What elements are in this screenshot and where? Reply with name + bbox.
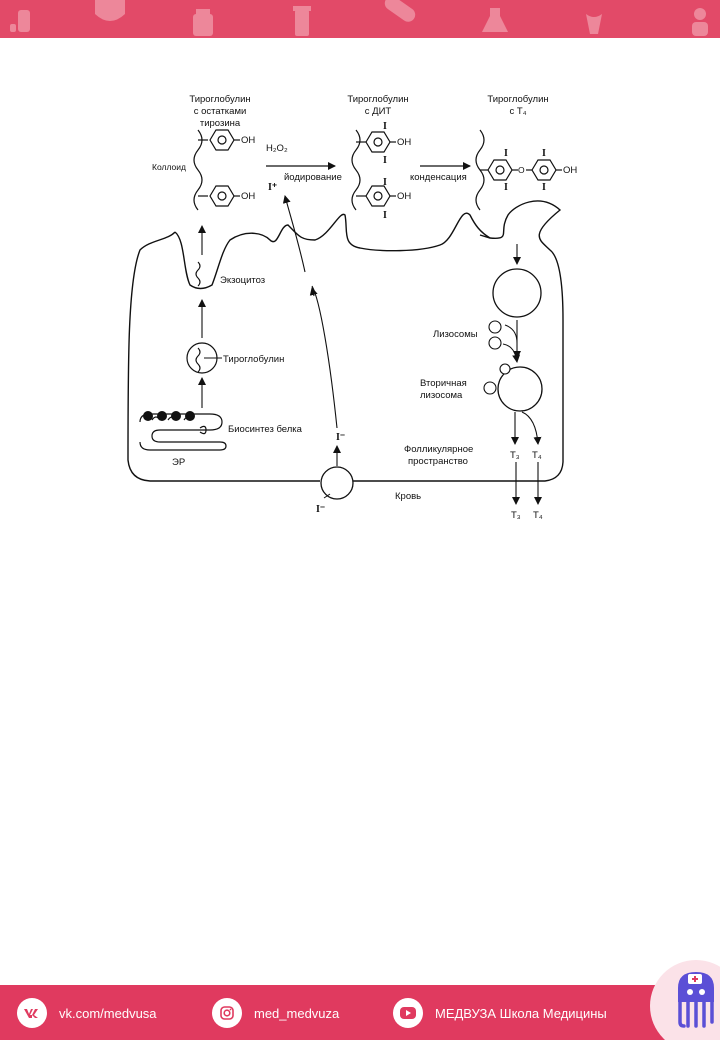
- thyroglobulin-dit-structure: [351, 129, 396, 211]
- thyroglobulin-label: Тироглобулин: [223, 354, 284, 365]
- vk-link-text: vk.com/medvusa: [59, 1005, 157, 1021]
- vk-link[interactable]: vk.com/medvusa: [17, 998, 157, 1028]
- iodide-plus-label: I⁺: [268, 182, 277, 193]
- secondary-lysosome-label-1: Вторичная: [420, 378, 467, 389]
- iodine-label: I: [504, 182, 508, 193]
- er-label: ЭР: [172, 457, 185, 468]
- t3-inner-label: T₃: [510, 450, 520, 461]
- vesicle-squiggle: [195, 347, 201, 373]
- iodide-transporter: [320, 466, 354, 500]
- iodine-label: I: [383, 155, 387, 166]
- lysosome: [488, 336, 502, 350]
- flask-icon: [10, 10, 30, 32]
- apical-membrane: [174, 212, 491, 290]
- condensation-label: конденсация: [410, 172, 467, 183]
- protein-biosynthesis-label: Биосинтез белка: [228, 424, 303, 435]
- exocytosis-label: Экзоцитоз: [220, 275, 265, 286]
- follicular-space-label-1: Фолликулярное: [404, 444, 473, 455]
- iodine-label: I: [383, 121, 387, 132]
- person-icon: [692, 8, 708, 36]
- h2o2-label: H₂O₂: [266, 143, 288, 154]
- header-banner: [0, 0, 720, 38]
- footer-bar: vk.com/medvusa med_medvuza МЕДВУЗА Школа…: [0, 985, 720, 1040]
- iodine-label: I: [504, 148, 508, 159]
- iodine-label: I: [542, 182, 546, 193]
- oh-label: OH: [563, 165, 577, 176]
- tg-t4-title-2: с T₄: [509, 106, 526, 117]
- t4-inner-arrow: [521, 411, 542, 445]
- colloid-label: Коллоид: [152, 162, 186, 172]
- lysosome-merge-line: [504, 324, 518, 344]
- lysosome: [488, 320, 502, 334]
- instagram-link[interactable]: med_medvuza: [212, 998, 339, 1028]
- blood-label: Кровь: [395, 491, 421, 502]
- youtube-link[interactable]: МЕДВУЗА Школа Медицины: [393, 998, 607, 1028]
- tg-t4-title-1: Тироглобулин: [487, 94, 548, 105]
- iodide-minus-in-label: I⁻: [336, 432, 345, 443]
- iodide-minus-blood-label: I⁻: [316, 504, 325, 515]
- endocytic-vesicle: [492, 268, 542, 318]
- lysosome-bud: [499, 363, 511, 375]
- tg-dit-title-1: Тироглобулин: [347, 94, 408, 105]
- thyroglobulin-tyrosine-structure: [193, 129, 240, 211]
- t4-blood-label: T₄: [533, 510, 543, 521]
- secondary-lysosome-label-2: лизосома: [420, 390, 463, 401]
- exocytosis-squiggle: [195, 261, 201, 287]
- oh-label: OH: [397, 137, 411, 148]
- follicular-space-label-2: пространство: [408, 456, 468, 467]
- mascot-octopus-icon: [648, 958, 720, 1045]
- ribosomes: [143, 411, 195, 421]
- youtube-icon: [393, 998, 423, 1028]
- oh-label: OH: [397, 191, 411, 202]
- instagram-link-text: med_medvuza: [254, 1005, 340, 1021]
- t4-inner-label: T₄: [532, 450, 542, 461]
- thyroglobulin-t4-structure: [475, 129, 562, 211]
- ribbon-icon: [586, 14, 602, 34]
- tg-tyrosine-title-2: с остатками: [194, 106, 247, 117]
- iodide-mid-arrow: [309, 287, 318, 297]
- secondary-lysosome: [497, 366, 543, 412]
- lysosome-merge-arrow: [502, 343, 521, 363]
- shield-icon: [95, 0, 125, 21]
- oh-label: OH: [241, 135, 255, 146]
- oxygen-label: O: [518, 165, 525, 175]
- follicular-cell-outline: [127, 200, 564, 482]
- lysosome-bud: [483, 381, 497, 395]
- iodine-label: I: [383, 177, 387, 188]
- endoplasmic-reticulum: [139, 413, 227, 451]
- medicine-bottle-icon: [193, 9, 213, 36]
- vk-icon: [17, 998, 47, 1028]
- instagram-icon: [212, 998, 242, 1028]
- youtube-link-text: МЕДВУЗА Школа Медицины: [435, 1005, 607, 1021]
- thyroid-hormone-synthesis-diagram: OH OH Тироглобулин с остатками тирозина …: [127, 94, 577, 521]
- tg-tyrosine-title-3: тирозина: [200, 118, 241, 129]
- lysosomes-label: Лизосомы: [433, 329, 478, 340]
- tg-tyrosine-title-1: Тироглобулин: [189, 94, 250, 105]
- tg-dit-title-2: с ДИТ: [365, 106, 392, 117]
- iodination-label: йодирование: [284, 172, 342, 183]
- capsule-icon: [384, 0, 416, 22]
- t3-blood-label: T₃: [511, 510, 521, 521]
- iodine-label: I: [542, 148, 546, 159]
- iodine-label: I: [383, 210, 387, 221]
- pill-bottle-icon: [293, 6, 311, 36]
- oh-label: OH: [241, 191, 255, 202]
- erlenmeyer-flask-icon: [482, 8, 508, 32]
- iodide-blood-tick: [323, 493, 331, 499]
